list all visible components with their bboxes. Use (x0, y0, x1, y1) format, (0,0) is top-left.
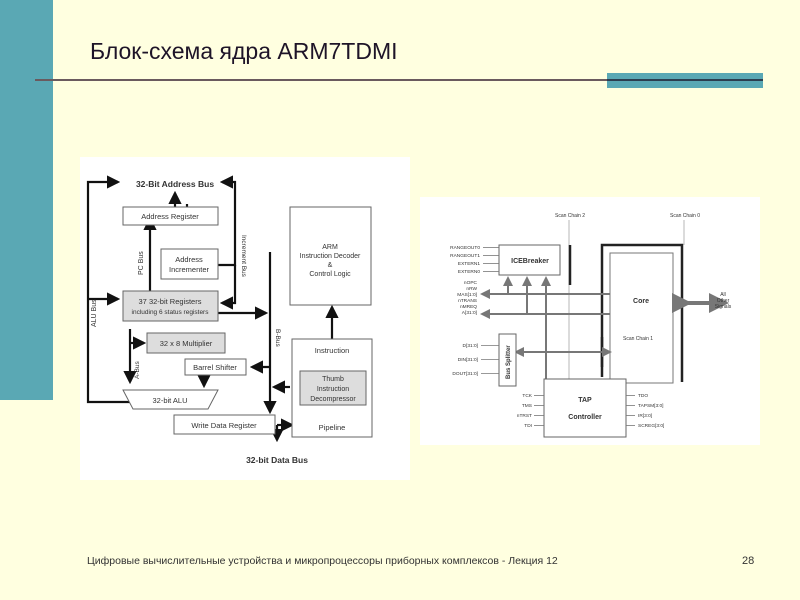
svg-text:Barrel Shifter: Barrel Shifter (193, 363, 237, 372)
signal-label: nRW (466, 286, 477, 292)
svg-text:Instruction Decoder: Instruction Decoder (300, 253, 361, 260)
signal-label: A[31:0] (462, 310, 477, 316)
svg-text:Address Register: Address Register (141, 212, 199, 221)
svg-text:37 32-bit Registers: 37 32-bit Registers (139, 297, 202, 306)
svg-text:Thumb: Thumb (322, 376, 344, 383)
alu-block: 32-bit ALU (122, 389, 219, 410)
bus-splitter-block: Bus Splitter (498, 333, 517, 387)
svg-text:32-bit ALU: 32-bit ALU (152, 396, 187, 405)
registers-block: 37 32-bit Registers including 6 status r… (122, 290, 219, 322)
svg-text:Control Logic: Control Logic (309, 271, 351, 278)
alu-bus-label: ALU Bus (91, 299, 98, 327)
slide-title: Блок-схема ядра ARM7TDMI (90, 38, 398, 64)
svg-text:ICEBreaker: ICEBreaker (511, 258, 549, 265)
write-data-register-block: Write Data Register (173, 414, 276, 435)
svg-text:Bus Splitter: Bus Splitter (506, 345, 512, 379)
core-block-diagram: 32-Bit Address Bus Address Register Addr… (80, 157, 410, 480)
signal-label: SCREG[3:0] (638, 423, 664, 429)
core-block: Core (609, 252, 674, 384)
address-incrementer-block: Address Incrementer (160, 248, 219, 280)
svg-text:Core: Core (633, 298, 649, 305)
scan-chain-0-label: Scan Chain 0 (670, 213, 700, 219)
signal-label: nOPC (464, 280, 478, 286)
signal-label: TDI (524, 423, 532, 429)
svg-text:Controller: Controller (568, 414, 602, 421)
signal-label: DIN[31:0] (458, 357, 478, 363)
address-bus-label: 32-Bit Address Bus (136, 179, 214, 189)
svg-text:32 x 8 Multiplier: 32 x 8 Multiplier (160, 339, 213, 348)
signal-label: TMS (522, 403, 532, 409)
svg-text:Decompressor: Decompressor (310, 396, 356, 403)
scan-chain-1-label: Scan Chain 1 (623, 336, 653, 342)
decoder-block: ARM Instruction Decoder & Control Logic (289, 206, 372, 306)
a-bus-label: A-Bus (134, 361, 141, 379)
svg-text:ARM: ARM (322, 244, 338, 251)
svg-text:Pipeline: Pipeline (319, 423, 346, 432)
svg-text:Incrementer: Incrementer (169, 265, 210, 274)
pc-bus-label: PC Bus (138, 251, 145, 275)
debug-architecture-diagram: Scan Chain 2 Scan Chain 0 ICEBreaker Cor… (420, 197, 760, 445)
title-accent-rule (607, 79, 763, 81)
barrel-shifter-block: Barrel Shifter (184, 358, 247, 376)
signal-label: D[31:0] (463, 343, 478, 349)
signal-label: IR[3:0] (638, 413, 652, 419)
multiplier-block: 32 x 8 Multiplier (146, 332, 226, 354)
slide-footer: Цифровые вычислительные устройства и мик… (87, 555, 558, 567)
b-bus-label: B-Bus (274, 329, 281, 347)
tap-controller-block: TAP Controller (543, 378, 627, 438)
svg-text:including 6 status registers: including 6 status registers (132, 309, 210, 316)
signal-label: EXTERN1 (458, 261, 480, 267)
svg-text:Address: Address (175, 255, 203, 264)
signal-label: TCK (522, 393, 532, 399)
increment-bus-label: Increment Bus (240, 235, 247, 278)
svg-text:Instruction: Instruction (315, 346, 350, 355)
scan-chain-2-label: Scan Chain 2 (555, 213, 585, 219)
signal-label: MAS[1:0] (457, 292, 477, 298)
signal-label: TDO (638, 393, 648, 399)
svg-text:TAP: TAP (578, 397, 592, 404)
signal-label: EXTERN0 (458, 269, 480, 275)
signal-label: TAPSM[3:0] (638, 403, 664, 409)
signal-label: nTRST (517, 413, 532, 419)
left-accent-bar (0, 0, 53, 400)
svg-text:&: & (328, 262, 333, 269)
pipeline-block: Instruction Thumb Instruction Decompress… (291, 338, 373, 438)
signal-label: nMREQ (460, 304, 477, 310)
address-register-block: Address Register (122, 206, 219, 226)
signal-label: RANGEOUT1 (450, 253, 480, 259)
svg-text:Instruction: Instruction (317, 386, 349, 393)
data-bus-label: 32-bit Data Bus (246, 455, 308, 465)
svg-text:Write Data Register: Write Data Register (191, 421, 257, 430)
icebreaker-block: ICEBreaker (498, 244, 561, 276)
signal-label: nTRANS (458, 298, 477, 304)
title-rule (35, 79, 763, 81)
page-number: 28 (742, 555, 755, 567)
signal-label: RANGEOUT0 (450, 245, 480, 251)
signal-label: DOUT[31:0] (452, 371, 478, 377)
